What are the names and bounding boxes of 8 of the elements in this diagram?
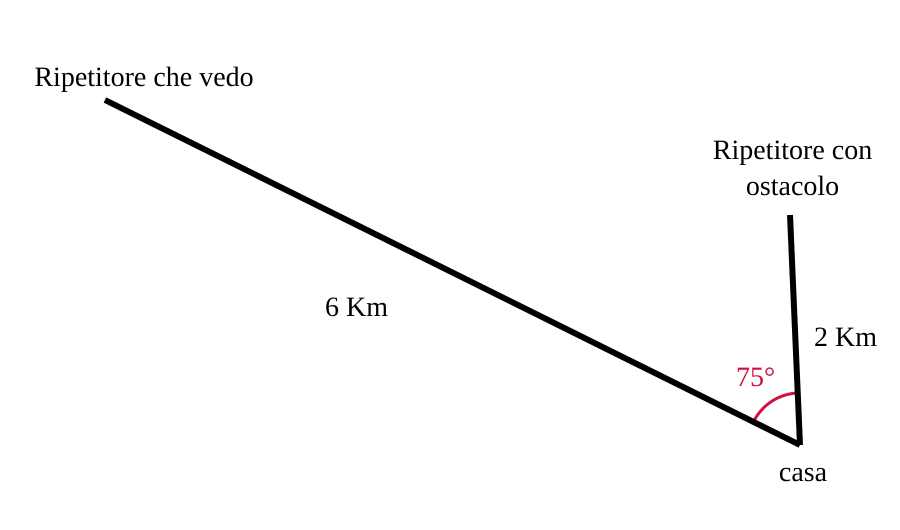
distance-label: 6 Km bbox=[325, 292, 388, 324]
angle-label: 75° bbox=[736, 362, 776, 394]
line bbox=[787, 214, 803, 446]
node-label: Ripetitore con ostacolo bbox=[712, 134, 874, 204]
line bbox=[104, 97, 802, 448]
node-label: casa bbox=[778, 456, 828, 490]
node-label: Ripetitore che vedo bbox=[34, 61, 254, 95]
distance-label: 2 Km bbox=[814, 322, 877, 354]
